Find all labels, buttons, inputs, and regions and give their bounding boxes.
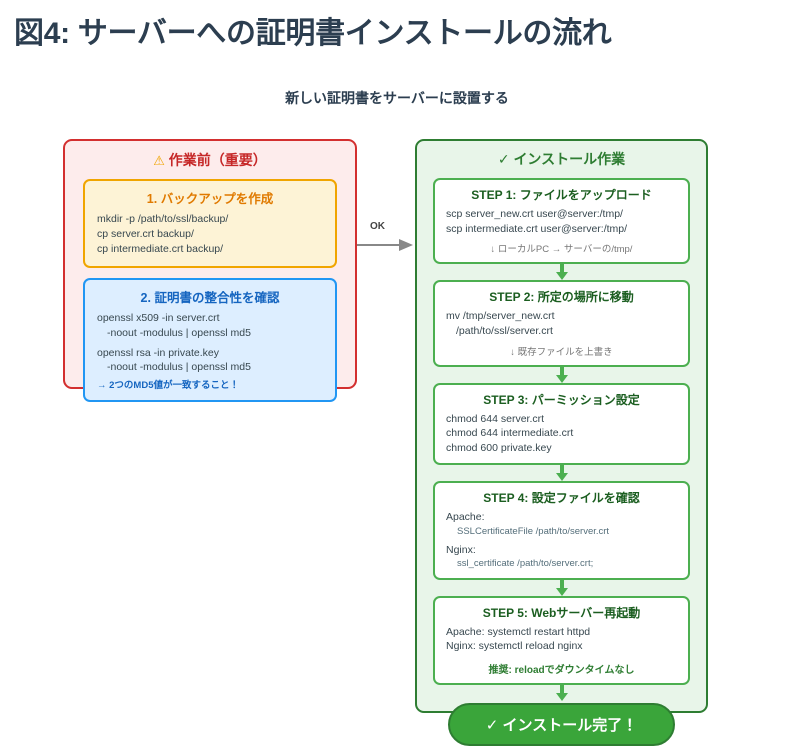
install-panel: ✓ インストール作業 STEP 1: ファイルをアップロード scp serve…	[415, 139, 708, 746]
step-4-nginx-label: Nginx:	[446, 543, 476, 556]
verify-command-line: -noout -modulus | openssl md5	[107, 326, 251, 339]
step-4-nginx-value: ssl_certificate /path/to/server.crt;	[457, 558, 594, 570]
step-2-command-line: mv /tmp/server_new.crt	[446, 310, 555, 323]
step-3-command-line: chmod 644 server.crt	[446, 412, 545, 425]
step-box-2: STEP 2: 所定の場所に移動 mv /tmp/server_new.crt …	[433, 280, 690, 367]
arrow-head	[555, 587, 568, 596]
arrow-shaft	[559, 685, 564, 695]
pre-work-box-verify: 2. 証明書の整合性を確認 openssl x509 -in server.cr…	[83, 277, 337, 403]
arrow-head	[399, 239, 413, 251]
install-complete-badge: ✓ インストール完了！	[447, 703, 676, 746]
step-connector-arrow-icon	[417, 579, 706, 596]
check-icon: ✓	[497, 151, 510, 167]
step-4-title: STEP 4: 設定ファイルを確認	[483, 490, 640, 505]
pre-work-panel-title: ⚠ 作業前（重要）	[65, 150, 355, 170]
step-2-note: ↓ 既存ファイルを上書き	[510, 346, 613, 358]
page-subtitle: 新しい証明書をサーバーに設置する	[285, 90, 509, 106]
step-box-5: STEP 5: Webサーバー再起動 Apache: systemctl res…	[433, 595, 690, 686]
connector-arrow-icon	[357, 239, 415, 251]
step-5-command-line: Nginx: systemctl reload nginx	[446, 640, 583, 653]
step-4-apache-label: Apache:	[446, 510, 485, 523]
step-5-title: STEP 5: Webサーバー再起動	[482, 605, 641, 620]
step-5-recommendation-note: 推奨: reloadでダウンタイムなし	[488, 665, 635, 677]
arrow-shaft	[559, 579, 564, 589]
verify-command-line: openssl rsa -in private.key	[97, 346, 219, 359]
step-box-3: STEP 3: パーミッション設定 chmod 644 server.crt c…	[433, 382, 690, 465]
verify-md5-note: → 2つのMD5値が一致すること！	[97, 380, 239, 392]
arrow-head	[555, 374, 568, 383]
arrow-shaft	[559, 464, 564, 474]
install-complete-label: インストール完了！	[502, 717, 638, 735]
pre-work-title-label: 作業前（重要）	[168, 152, 267, 168]
arrow-head	[555, 693, 568, 702]
arrow-shaft	[559, 264, 564, 274]
step-5-command-line: Apache: systemctl restart httpd	[446, 625, 591, 638]
step-box-4: STEP 4: 設定ファイルを確認 Apache: SSLCertificate…	[433, 480, 690, 580]
pre-work-panel: ⚠ 作業前（重要） 1. バックアップを作成 mkdir -p /path/to…	[63, 139, 357, 403]
check-icon: ✓	[485, 717, 499, 735]
step-box-1: STEP 1: ファイルをアップロード scp server_new.crt u…	[433, 178, 690, 265]
step-1-command-line: scp intermediate.crt user@server:/tmp/	[446, 222, 628, 235]
step-3-title: STEP 3: パーミッション設定	[483, 392, 640, 407]
backup-command-line: mkdir -p /path/to/ssl/backup/	[97, 213, 229, 225]
pre-work-box-backup: 1. バックアップを作成 mkdir -p /path/to/ssl/backu…	[83, 179, 337, 268]
arrow-shaft	[357, 244, 401, 246]
step-2-command-line: /path/to/ssl/server.crt	[456, 325, 553, 338]
step-connector-arrow-icon	[417, 264, 706, 281]
arrow-head	[555, 472, 568, 481]
backup-command-line: cp intermediate.crt backup/	[97, 242, 224, 255]
backup-command-line: cp server.crt backup/	[97, 227, 194, 240]
step-3-command-line: chmod 600 private.key	[446, 442, 552, 455]
backup-box-title: 1. バックアップを作成	[146, 192, 274, 206]
step-3-command-line: chmod 644 intermediate.crt	[446, 427, 574, 440]
arrow-head	[555, 272, 568, 281]
connector-ok-label: OK	[370, 221, 385, 232]
step-connector-arrow-icon	[417, 685, 706, 702]
verify-command-line: -noout -modulus | openssl md5	[107, 361, 251, 374]
step-connector-arrow-icon	[417, 366, 706, 383]
step-1-title: STEP 1: ファイルをアップロード	[471, 188, 652, 202]
step-connector-arrow-icon	[417, 464, 706, 481]
verify-command-line: openssl x509 -in server.crt	[97, 311, 220, 324]
step-2-title: STEP 2: 所定の場所に移動	[489, 290, 634, 305]
step-4-apache-value: SSLCertificateFile /path/to/server.crt	[457, 525, 610, 537]
install-title-label: インストール作業	[513, 151, 626, 167]
arrow-shaft	[559, 366, 564, 376]
warning-icon: ⚠	[153, 153, 165, 168]
page-title: 図4: サーバーへの証明書インストールの流れ	[14, 17, 612, 50]
verify-box-title: 2. 証明書の整合性を確認	[140, 290, 280, 305]
step-1-note: ↓ ローカルPC → サーバーの/tmp/	[490, 244, 633, 256]
step-1-command-line: scp server_new.crt user@server:/tmp/	[446, 208, 623, 220]
install-complete-wrapper: ✓ インストール完了！	[417, 703, 706, 746]
install-panel-title: ✓ インストール作業	[417, 149, 706, 169]
